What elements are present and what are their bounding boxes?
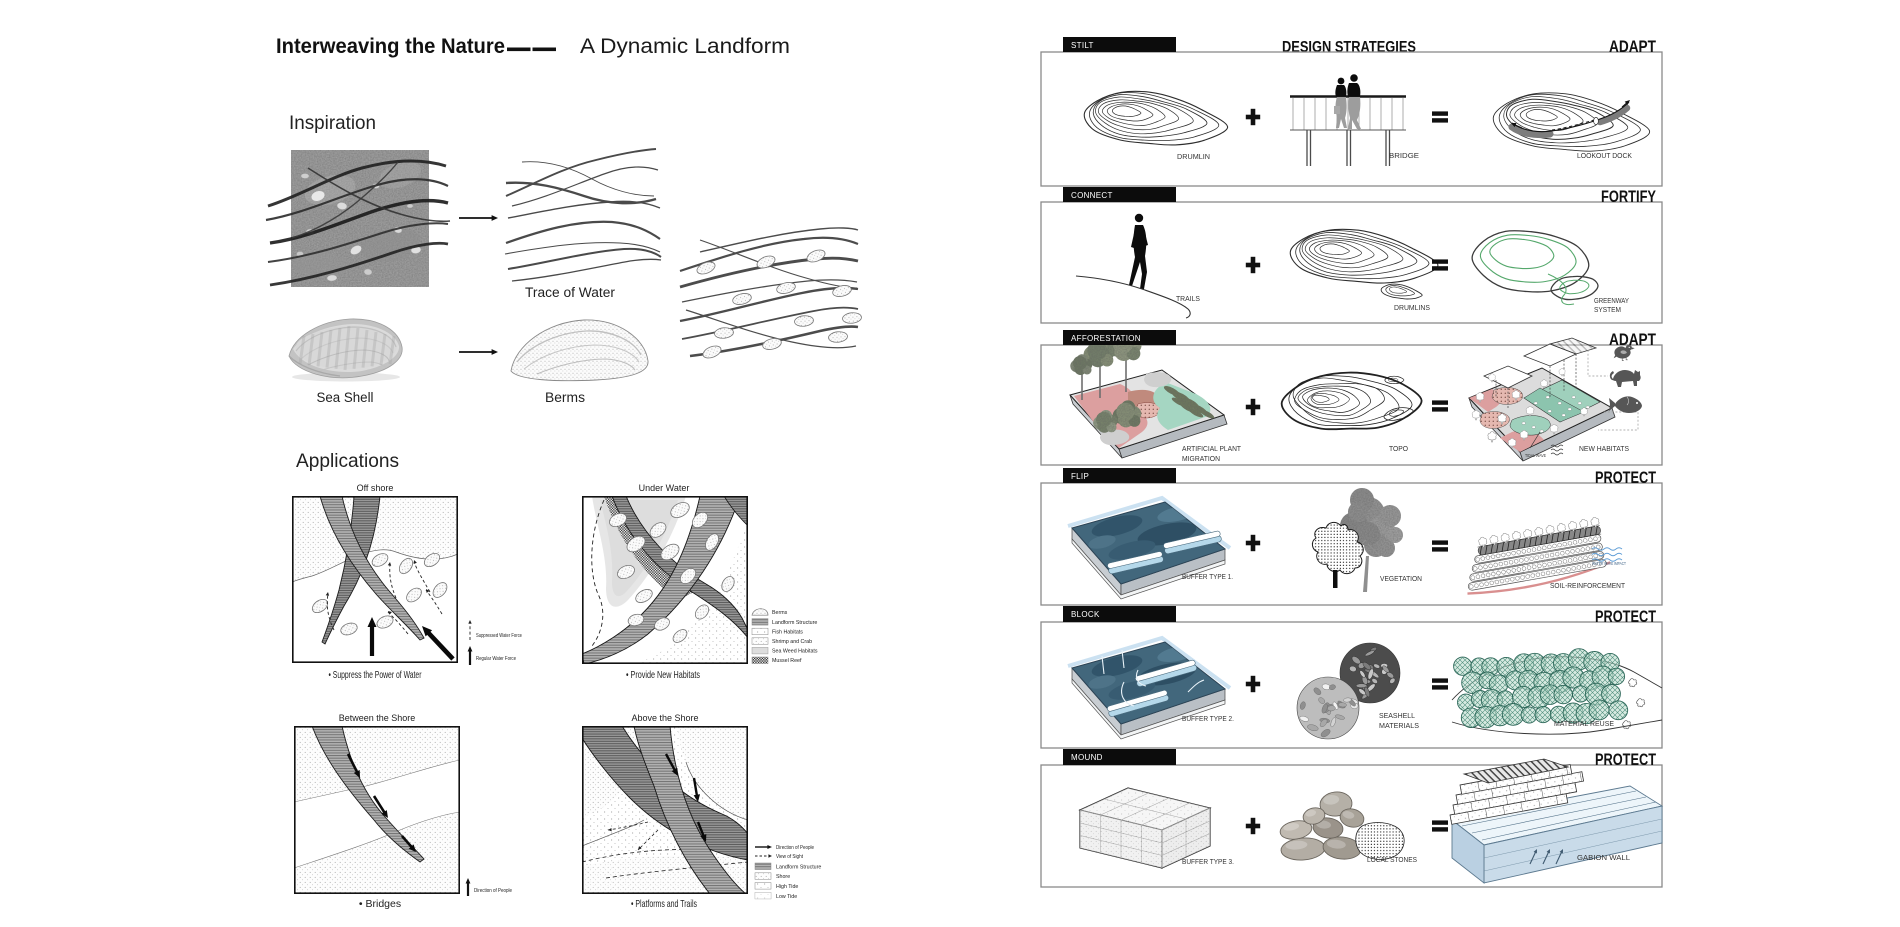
svg-text:Landform Structure: Landform Structure [772,620,817,626]
svg-text:LOCAL STONES: LOCAL STONES [1367,855,1417,864]
svg-text:SYSTEM: SYSTEM [1594,307,1621,314]
svg-text:MOUND: MOUND [1071,753,1103,762]
svg-text:DRUMLIN: DRUMLIN [1177,152,1210,161]
svg-text:View of Sight: View of Sight [776,854,803,860]
svg-text:DRUMLINS: DRUMLINS [1394,303,1430,312]
svg-text:Interweaving the Nature: Interweaving the Nature [276,35,505,58]
svg-text:VEGETATION: VEGETATION [1380,574,1422,583]
svg-text:TIDAL WAVE: TIDAL WAVE [1525,453,1546,458]
svg-text:Berms: Berms [772,610,788,616]
svg-text:DESIGN STRATEGIES: DESIGN STRATEGIES [1282,39,1416,56]
svg-text:• Bridges: • Bridges [359,898,401,910]
svg-text:Mussel Reef: Mussel Reef [772,658,802,664]
svg-text:Direction of People: Direction of People [474,888,512,894]
svg-text:• Provide New Habitats: • Provide New Habitats [626,669,700,681]
svg-text:Landform Structure: Landform Structure [776,864,821,870]
svg-text:Applications: Applications [296,450,399,472]
svg-text:Inspiration: Inspiration [289,112,376,134]
svg-text:PROTECT: PROTECT [1595,468,1656,487]
svg-text:Berms: Berms [545,390,585,405]
svg-text:BUFFER TYPE 2.: BUFFER TYPE 2. [1182,714,1234,723]
svg-text:SEASHELL: SEASHELL [1379,711,1415,720]
svg-text:Low Tide: Low Tide [776,894,797,900]
svg-text:High Tide: High Tide [776,884,798,890]
svg-text:Under Water: Under Water [639,483,690,493]
svg-text:ARTIFICIAL PLANT: ARTIFICIAL PLANT [1182,444,1241,453]
svg-text:TOPO: TOPO [1389,444,1408,453]
svg-text:Between the Shore: Between the Shore [339,713,416,723]
svg-text:NEW HABITATS: NEW HABITATS [1579,444,1629,453]
svg-text:Regular Water Force: Regular Water Force [476,656,516,662]
svg-text:MATERIALS: MATERIALS [1379,721,1419,730]
svg-text:Shore: Shore [776,874,790,880]
svg-text:BLOCK: BLOCK [1071,610,1100,619]
svg-text:PROTECT: PROTECT [1595,750,1656,769]
svg-text:STILT: STILT [1071,41,1094,50]
svg-text:Sea Weed Habitats: Sea Weed Habitats [772,649,818,655]
svg-text:Direction of People: Direction of People [776,845,814,851]
svg-text:BUFFER TYPE 3.: BUFFER TYPE 3. [1182,857,1234,866]
svg-text:Above the Shore: Above the Shore [631,713,698,723]
svg-text:BRIDGE: BRIDGE [1389,151,1419,160]
svg-text:MATERIAL REUSE: MATERIAL REUSE [1554,719,1614,728]
svg-text:A Dynamic Landform: A Dynamic Landform [580,35,790,58]
svg-text:MIGRATION: MIGRATION [1182,454,1220,463]
svg-text:• Platforms and Trails: • Platforms and Trails [631,898,697,910]
svg-text:ADAPT: ADAPT [1609,37,1656,56]
svg-text:• Suppress the Power of Water: • Suppress the Power of Water [329,669,422,681]
svg-text:SOIL-REINFORCEMENT: SOIL-REINFORCEMENT [1550,581,1625,590]
svg-text:LOOKOUT DOCK: LOOKOUT DOCK [1577,151,1632,160]
svg-text:GABION WALL: GABION WALL [1577,853,1630,862]
svg-text:Fish Habitats: Fish Habitats [772,629,803,635]
svg-text:FLIP: FLIP [1071,472,1089,481]
svg-text:Shrimp and Crab: Shrimp and Crab [772,639,812,645]
svg-text:Suppressed Water Force: Suppressed Water Force [476,633,522,639]
svg-text:WATER WAVE IMPACT: WATER WAVE IMPACT [1592,561,1626,566]
svg-text:CONNECT: CONNECT [1071,191,1113,200]
svg-text:Trace of Water: Trace of Water [525,285,616,300]
svg-text:Sea Shell: Sea Shell [317,390,374,405]
svg-text:ADAPT: ADAPT [1609,330,1656,349]
svg-text:Off shore: Off shore [357,483,394,493]
svg-text:TRAILS: TRAILS [1176,294,1200,303]
svg-text:PROTECT: PROTECT [1595,607,1656,626]
svg-text:FORTIFY: FORTIFY [1601,187,1656,206]
svg-text:GREENWAY: GREENWAY [1594,298,1629,305]
svg-text:AFFORESTATION: AFFORESTATION [1071,334,1141,343]
svg-text:BUFFER TYPE 1.: BUFFER TYPE 1. [1182,572,1233,581]
